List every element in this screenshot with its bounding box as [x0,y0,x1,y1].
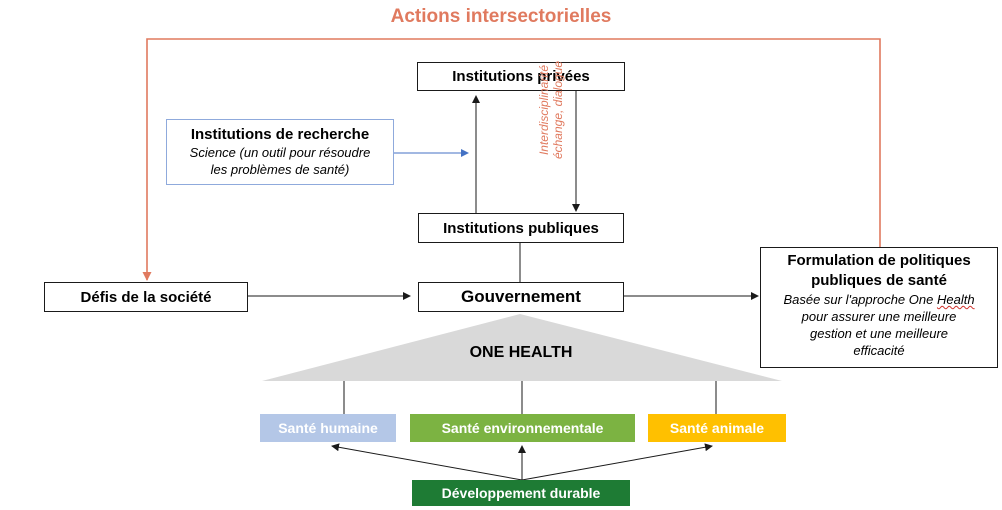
policy-desc-line3: gestion et une meilleure [809,326,949,341]
interdisciplinarity-line2: échange, dialogue [551,60,565,160]
policy-desc-line2: pour assurer une meilleure [801,309,957,324]
society-challenges-box: Défis de la société [44,282,248,312]
research-institutions-box: Institutions de recherche Science (un ou… [166,119,394,185]
policy-desc-pre: Basée sur l'approche One [783,292,937,307]
sustainable-to-human-arrow [331,443,523,481]
environmental-health-pill: Santé environnementale [410,414,635,442]
animal-health-pill: Santé animale [648,414,786,442]
policy-desc-line4: efficacité [853,343,905,358]
government-label: Gouvernement [461,287,581,306]
policy-formulation-box: Formulation de politiques publiques de s… [760,247,998,368]
private-institutions-label: Institutions privées [452,68,590,85]
interdisciplinarity-label: Interdisciplinarité échange, dialogue [537,55,565,165]
sustainable-development-pill: Développement durable [412,480,630,506]
research-institutions-line2: les problèmes de santé) [210,162,350,177]
private-institutions-box: Institutions privées [417,62,625,91]
government-box: Gouvernement [418,282,624,312]
society-challenges-label: Défis de la société [80,288,212,306]
policy-desc-line1: Basée sur l'approche One Health [783,291,974,308]
policy-title-line2: publiques de santé [811,272,947,289]
human-health-pill: Santé humaine [260,414,396,442]
intersectoral-loop-arrow [142,38,881,281]
diagram-title: Actions intersectorielles [390,6,612,27]
research-institutions-line1: Science (un outil pour résoudre [189,145,371,160]
policy-title-line1: Formulation de politiques [787,252,971,269]
one-health-label: ONE HEALTH [469,344,573,361]
public-institutions-label: Institutions publiques [443,219,599,237]
sustainable-to-animal-arrow [521,443,713,481]
interdisciplinarity-line1: Interdisciplinarité [537,64,551,156]
research-institutions-title: Institutions de recherche [190,126,370,143]
policy-desc-health: Health [936,292,975,307]
public-institutions-box: Institutions publiques [418,213,624,243]
one-health-triangle [262,314,782,381]
